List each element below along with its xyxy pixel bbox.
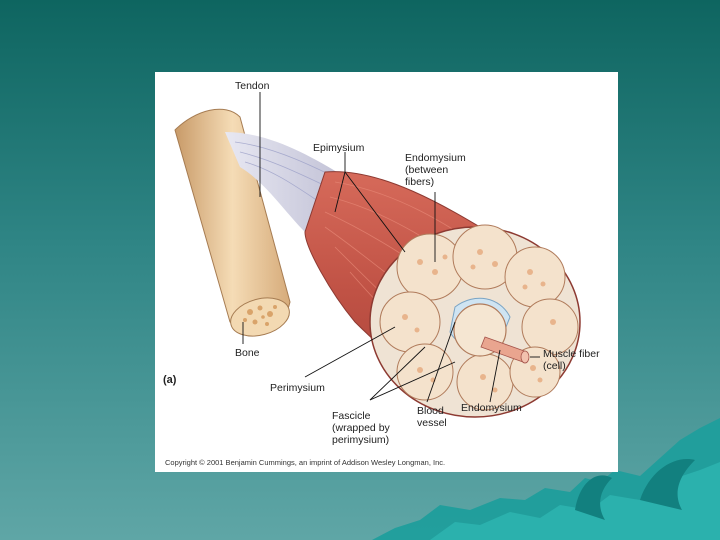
label-endomysium-between-fibers: Endomysium (between fibers) — [405, 152, 466, 188]
label-endomysium: Endomysium — [461, 402, 522, 414]
label-blood-vessel: Blood vessel — [417, 405, 447, 429]
label-epimysium: Epimysium — [313, 142, 365, 154]
label-perimysium: Perimysium — [270, 382, 325, 394]
muscle-cross-section — [369, 224, 581, 418]
copyright-notice: Copyright © 2001 Benjamin Cummings, an i… — [165, 458, 446, 467]
label-muscle-fiber: Muscle fiber (cell) — [543, 348, 600, 372]
label-bone: Bone — [235, 347, 260, 359]
label-fascicle: Fascicle (wrapped by perimysium) — [332, 410, 390, 446]
panel-label: (a) — [163, 374, 177, 386]
leader-lines — [242, 92, 540, 403]
muscle-structure-figure: Tendon Epimysium Endomysium (between fib… — [155, 72, 618, 472]
bone-shape — [174, 108, 291, 337]
muscle-illustration — [174, 92, 581, 418]
label-tendon: Tendon — [235, 80, 270, 92]
